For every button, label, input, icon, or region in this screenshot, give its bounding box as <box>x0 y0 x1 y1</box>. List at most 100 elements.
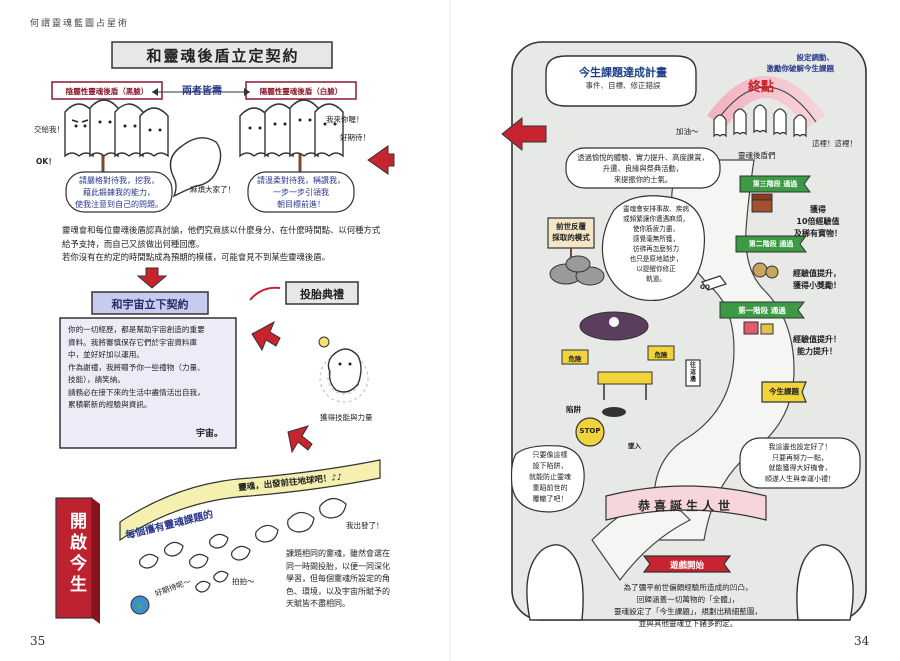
cheer-2: 這裡！這裡！ <box>812 139 857 148</box>
top-note: 設定調動、 激勵你破解今生課題 <box>766 53 835 73</box>
section2-title-panel <box>91 291 209 315</box>
birth-banner <box>605 485 767 521</box>
section1-title: 和靈魂後盾立定契約 <box>146 47 300 65</box>
self-ghost <box>169 137 222 198</box>
pit-trap <box>602 407 626 417</box>
past-sign <box>547 217 595 249</box>
helper-bubble <box>739 437 861 489</box>
page-number-right: 34 <box>854 634 870 648</box>
shadow-bubble-text: 請嚴格對待我，挖我， 藉此鍛鍊我的能力， 使我注意到自己的問題。 <box>75 176 163 209</box>
contract-box <box>59 317 237 449</box>
birth-label: 恭喜誕生人世 <box>637 499 734 513</box>
stage1-banner <box>719 301 805 319</box>
go-sign <box>701 275 727 291</box>
sign-light-label: 陽麗性靈魂後盾（白臉） <box>259 87 343 96</box>
backers-label: 靈魂後盾們 <box>738 151 776 160</box>
reward-2: 經驗值提升， 獲得小獎勵！ <box>793 269 841 290</box>
ceremony-ghost <box>327 348 362 393</box>
finish-label: 終點 <box>748 80 775 95</box>
earth <box>130 595 150 615</box>
go-chatter-1: 我出發了！ <box>346 521 384 530</box>
section1-paragraph: 靈魂會和每位靈魂後盾認真討論，他們究竟該以什麼身分、在什麼時間點、以何種方式 給… <box>62 225 381 262</box>
stage2-banner <box>735 235 807 253</box>
reward-3: 經驗值提升！ 能力提升！ <box>793 335 841 356</box>
obstacle-bubble <box>601 195 706 302</box>
shadow-bubble <box>65 171 173 213</box>
stage3-label: 第三階段 通過 <box>752 180 798 188</box>
helper-bubble-text: 我這邊也設定好了！ 只要再努力一點， 就能獲得大好機會， 順遂人生與幸運小禮！ <box>765 443 835 483</box>
this-way-label: 往這邊 <box>689 362 696 383</box>
red-arrow-left <box>501 116 547 152</box>
ceremony-title: 投胎典禮 <box>300 288 344 301</box>
right-title: 今生課題達成計畫 <box>579 66 667 79</box>
page-number-left: 35 <box>30 634 46 648</box>
vertical-label: 開啟今生 <box>66 512 86 596</box>
sky-banner <box>119 459 381 542</box>
contract-text: 你的一切經歷，都是幫助宇宙創造的重要 資料。我將審慎保存它們於宇宙資料庫 中，並… <box>68 325 205 409</box>
stop-sign <box>575 417 605 447</box>
red-arrow-down <box>136 267 168 289</box>
encourage-bubble <box>565 147 721 189</box>
trap-bubble-text: 只要像這樣 設下陷阱， 就能防止靈魂 重蹈前世的 覆轍了吧！ <box>529 451 571 503</box>
red-arrow-3 <box>287 425 313 454</box>
ceremony-caption: 獲得技能與力量 <box>320 413 373 422</box>
stage3-banner <box>739 175 811 193</box>
right-bottom-ghost <box>796 544 854 621</box>
ghost-chatter-4: 好期待！ <box>340 133 370 142</box>
light-orb <box>318 336 330 348</box>
cheer-1: 加油～ <box>676 127 699 136</box>
trap-bubble <box>510 445 585 513</box>
ceremony-title-panel <box>285 281 359 305</box>
sign-shadow <box>51 81 163 100</box>
danger-2: 危險 <box>654 351 668 359</box>
stage1-label: 第一階段 通過 <box>738 306 786 315</box>
red-arrow-1 <box>367 145 395 175</box>
past-sign-text: 前世反覆 採取的模式 <box>552 222 590 242</box>
section1-title-panel <box>111 41 333 69</box>
lesson-label: 今生課題 <box>769 387 799 396</box>
right-caption: 為了彌平前世偏頗經驗所造成的凹凸， 回歸涵蓋一切萬物的「全體」， 靈魂設定了「今… <box>613 583 763 628</box>
stop-label: STOP <box>579 427 601 435</box>
sign-shadow-label: 陰麗性靈魂後盾（黑臉） <box>65 87 149 96</box>
light-bubble <box>247 171 355 213</box>
universe-signature: 宇宙。 <box>196 429 224 439</box>
stage2-label: 第二階段 通過 <box>748 240 794 248</box>
danger-sign-1 <box>561 349 589 365</box>
light-bubble-text: 請溫柔對待我，稱讚我， 一步一步引領我 朝目標前進！ <box>257 176 345 209</box>
ghost-chatter-3: 我來你喔！ <box>326 115 364 124</box>
lower-paragraph: 課題相同的靈魂，雖然會選在 同一時間投胎，以便一同深化 學習，但每個靈魂所設定的… <box>286 549 390 608</box>
danger-sign-2 <box>647 345 675 361</box>
go-sign-text: GO <box>700 284 711 291</box>
vertical-label-panel <box>55 497 93 619</box>
money-bag <box>752 262 768 278</box>
lesson-sign <box>761 381 807 403</box>
red-arrow-2 <box>251 320 281 352</box>
flying-ghost-group <box>139 497 347 593</box>
obstacle-text: 靈魂會安排事故、疾病 或頻繁讓你遭遇麻煩， 使你筋疲力盡， 感覺毫無所獲， 彷彿… <box>623 205 689 283</box>
start-label: 遊戲開始 <box>669 561 704 571</box>
start-banner <box>642 555 732 573</box>
fall-label: 墜入 <box>628 442 641 450</box>
both-needed-label: 兩者皆需 <box>182 86 222 97</box>
barricade <box>597 371 653 385</box>
gift-box <box>743 321 759 335</box>
this-way-sign <box>685 359 701 387</box>
go-chatter-3: 拍拍～ <box>232 577 255 586</box>
trap-label: 陷阱 <box>566 405 581 414</box>
danger-1: 危險 <box>568 355 582 363</box>
rock-pile <box>549 255 605 286</box>
running-head: 何謂靈魂藍圖占星術 <box>30 19 130 29</box>
reward-1: 獲得 10倍經驗值 及稀有寶物！ <box>794 205 842 238</box>
finish-ghosts <box>713 104 807 138</box>
self-ghost-speech: 麻煩大家了！ <box>190 185 235 194</box>
left-bottom-ghost <box>526 544 584 621</box>
right-subtitle: 事件、目標、修正錯誤 <box>585 81 661 90</box>
ghost-chatter-1: 交給我！ <box>34 125 64 134</box>
section2-title: 和宇宙立下契約 <box>111 298 189 311</box>
shadow-ghost-group <box>64 99 169 158</box>
title-bubble <box>545 55 697 107</box>
ghost-chatter-2: OK！ <box>36 157 56 166</box>
encourage-text: 透過愉悅的體驗、實力提升、高度讚賞， 升遷、良緣與祭典活動， 來提振你的士氣。 <box>577 153 709 184</box>
